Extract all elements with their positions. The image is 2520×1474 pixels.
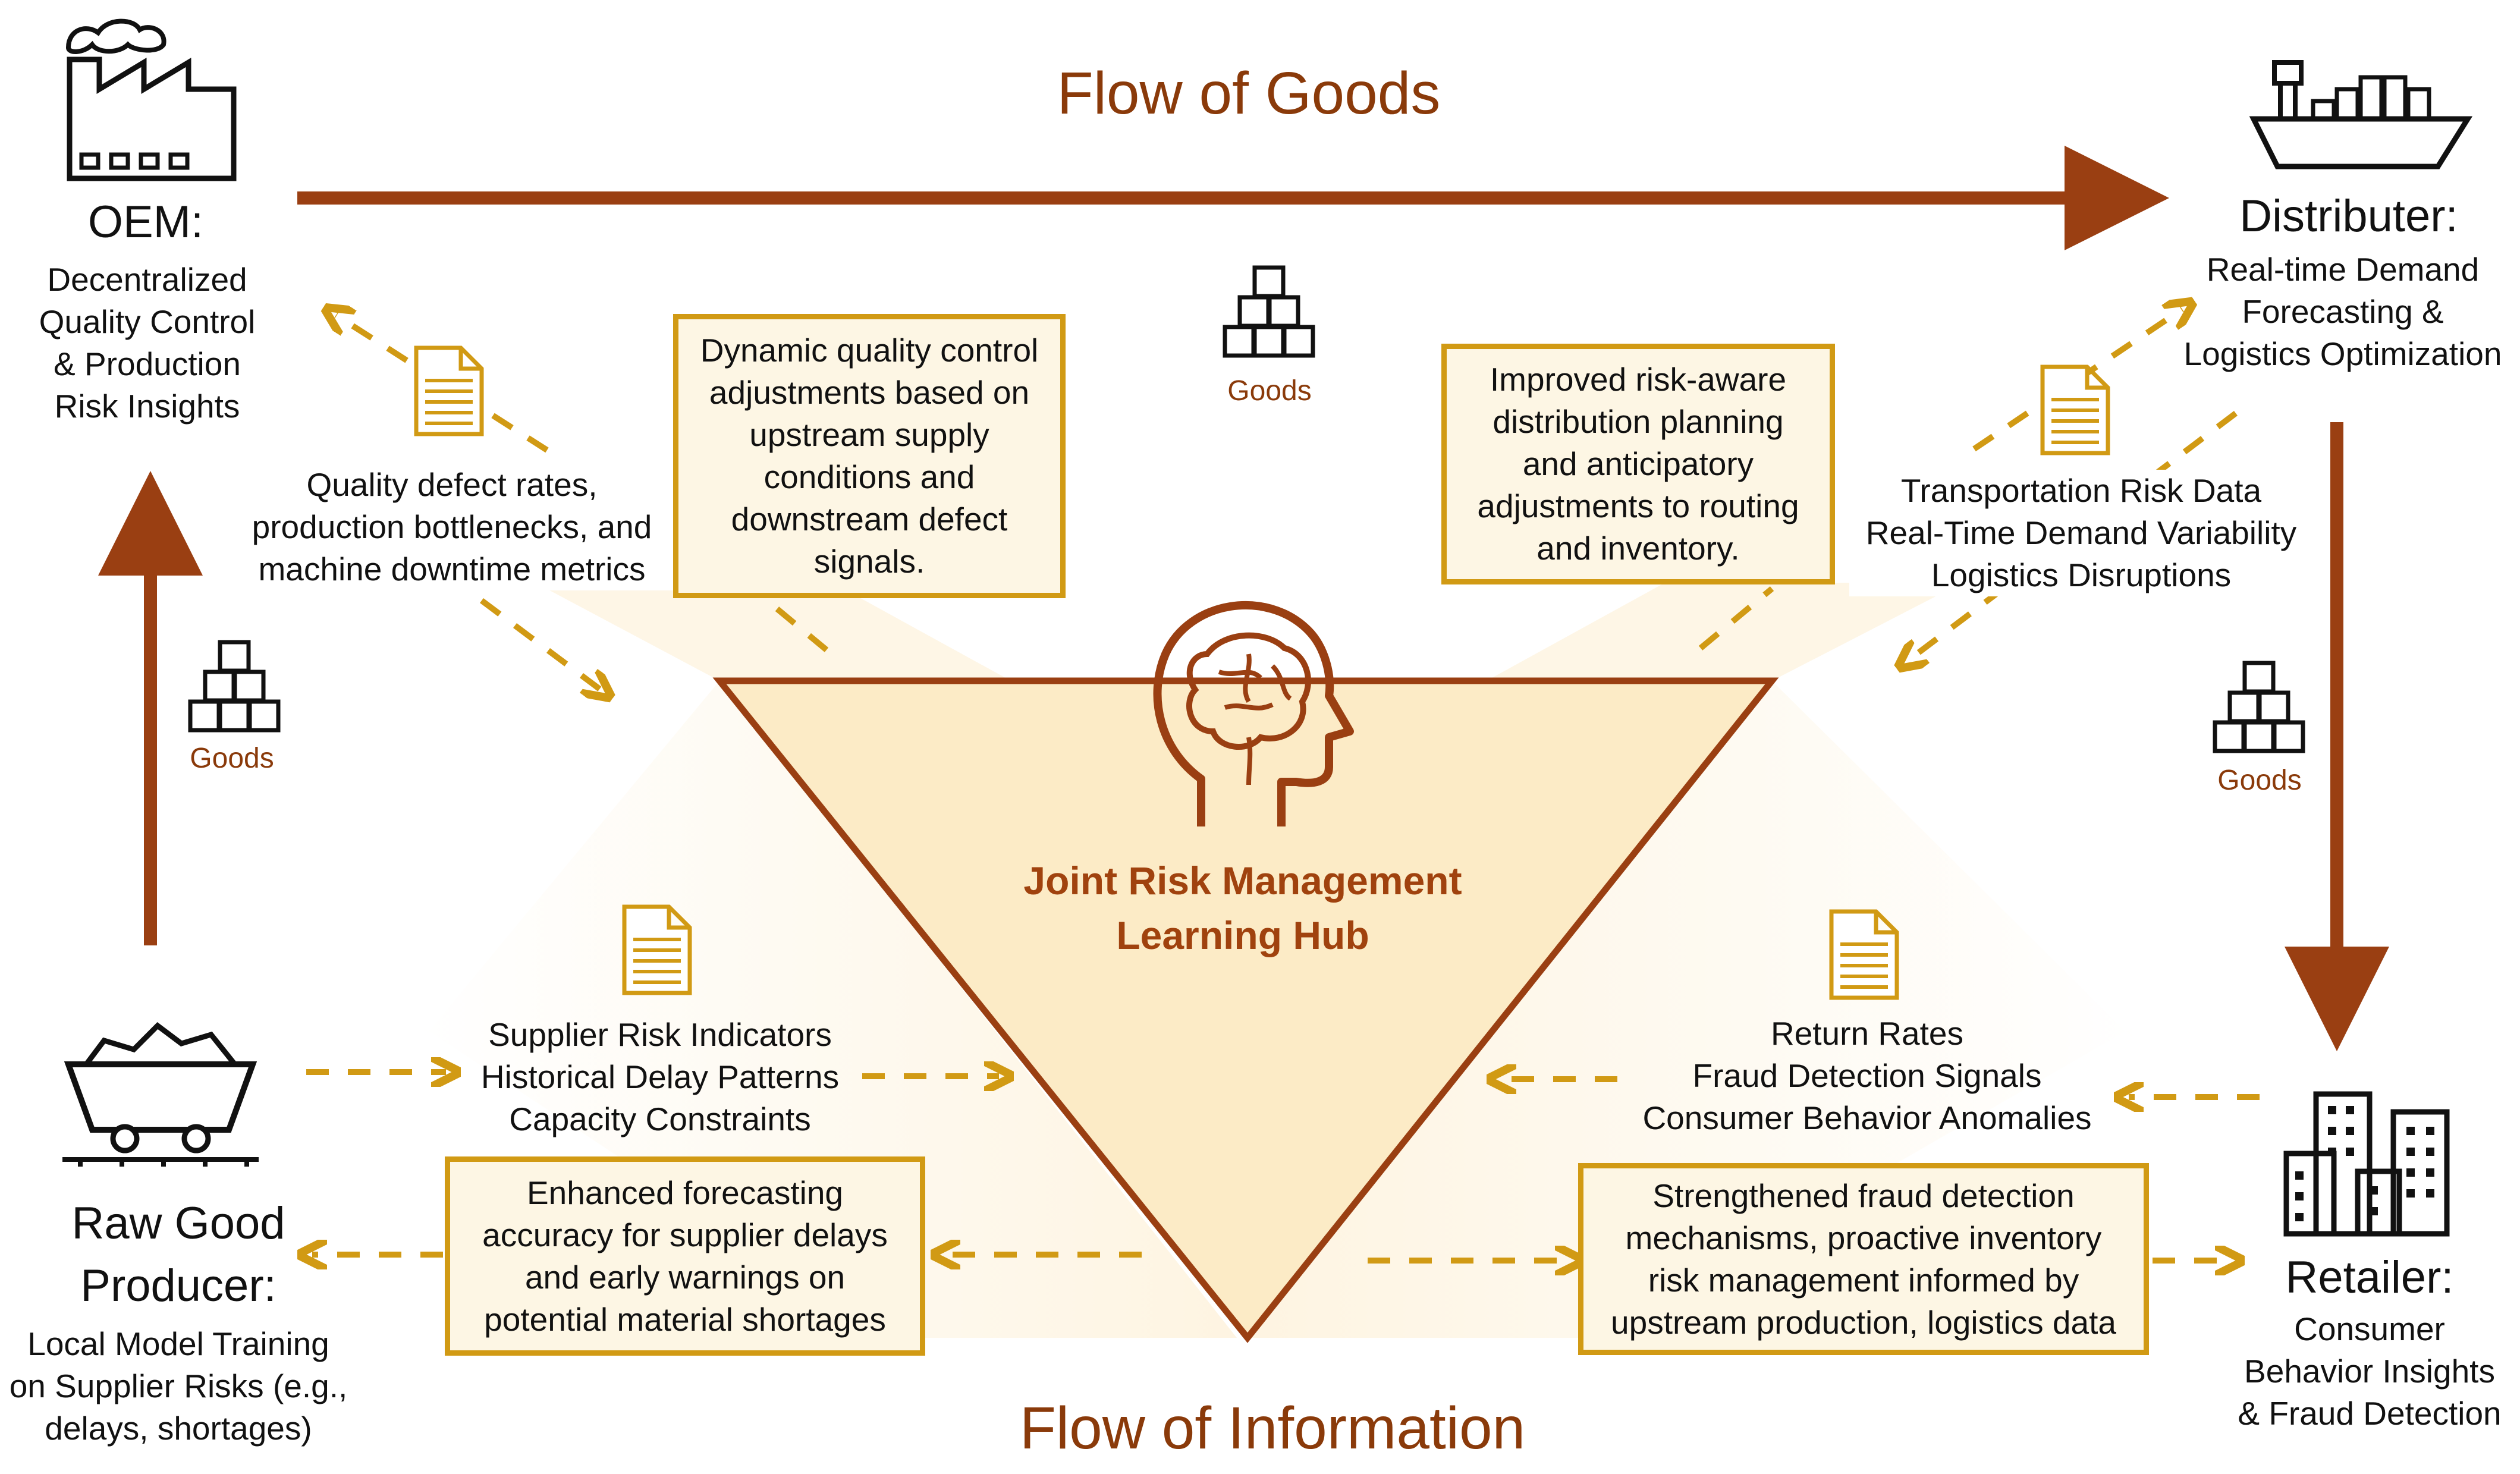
mine-cart-icon — [62, 1022, 259, 1167]
raw-producer-description: Local Model Training on Supplier Risks (… — [9, 1325, 348, 1447]
document-icon — [414, 345, 484, 436]
oem-feedback-text: Dynamic quality control adjustments base… — [700, 332, 1039, 580]
raw-producer-feedback-text: Enhanced forecasting accuracy for suppli… — [482, 1174, 888, 1338]
distributor-description: Real-time Demand Forecasting & Logistics… — [2183, 251, 2502, 372]
factory-icon — [65, 18, 237, 181]
oem-feedback-box: Dynamic quality control adjustments base… — [673, 314, 1066, 598]
info-arrow-dist-box — [1698, 586, 1774, 650]
distributor-title: Distributer: — [2239, 191, 2458, 241]
retailer-title: Retailer: — [2285, 1252, 2454, 1303]
boxes-icon — [1223, 265, 1315, 358]
goods-label-right: Goods — [2217, 765, 2302, 796]
glow-beam-left — [416, 681, 1237, 1338]
distributor-feedback-text: Improved risk-aware distribution plannin… — [1477, 361, 1799, 567]
raw-producer-title: Raw Good Producer: — [71, 1198, 285, 1311]
document-icon — [622, 904, 692, 995]
boxes-icon — [2213, 661, 2305, 753]
distributor-data-label: Transportation Risk Data Real-Time Deman… — [1849, 470, 2313, 596]
distributor-feedback-box: Improved risk-aware distribution plannin… — [1441, 344, 1835, 584]
info-arrow-oem-out — [480, 598, 601, 690]
info-flow-title: Flow of Information — [1019, 1395, 1526, 1462]
retailer-description: Consumer Behavior Insights & Fraud Detec… — [2238, 1310, 2502, 1432]
document-icon — [1829, 909, 1899, 1000]
raw-producer-data-label: Supplier Risk Indicators Historical Dela… — [480, 1016, 840, 1137]
boxes-icon — [188, 640, 281, 733]
retailer-feedback-box: Strengthened fraud detection mechanisms,… — [1578, 1163, 2149, 1355]
goods-flow-title: Flow of Goods — [1057, 60, 1441, 127]
info-arrow-dist-in — [1909, 411, 2238, 660]
info-arrow-oem-box — [765, 598, 829, 652]
oem-title: OEM: — [87, 197, 204, 247]
hub-label: Joint Risk Management Learning Hub — [1023, 859, 1462, 957]
glow-beam-top-left — [535, 583, 1011, 681]
brain-head-icon — [1153, 601, 1354, 826]
document-icon — [2040, 364, 2110, 455]
retailer-data-label: Return Rates Fraud Detection Signals Con… — [1642, 1015, 2092, 1136]
oem-data-label: Quality defect rates, production bottlen… — [226, 464, 678, 590]
raw-producer-feedback-box: Enhanced forecasting accuracy for suppli… — [445, 1156, 925, 1356]
glow-beam-right — [1249, 681, 2141, 1338]
retailer-feedback-text: Strengthened fraud detection mechanisms,… — [1611, 1177, 2116, 1341]
goods-label-top: Goods — [1227, 375, 1312, 407]
city-buildings-icon — [2283, 1091, 2450, 1237]
goods-label-left: Goods — [190, 743, 274, 774]
glow-beam-top-right — [1487, 583, 1962, 681]
oem-description: Decentralized Quality Control & Producti… — [39, 261, 256, 425]
cargo-ship-icon — [2249, 60, 2473, 169]
